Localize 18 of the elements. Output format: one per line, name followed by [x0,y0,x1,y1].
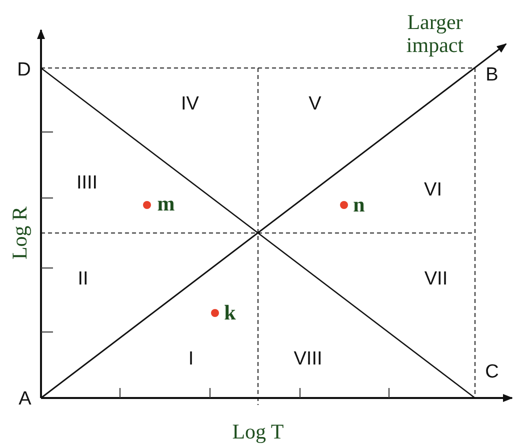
axis-title: Log R [10,206,30,260]
region-label: VII [424,270,448,288]
region-label: VI [424,180,442,200]
corner-label: D [17,60,31,80]
corner-label: A [18,390,32,408]
region-label: VIII [294,350,322,368]
point-label: m [157,194,175,214]
axis-title: Log T [232,422,284,442]
region-label: II [78,270,88,288]
corner-label: C [485,362,499,382]
region-label: IIII [76,174,98,192]
region-label: V [308,94,322,114]
region-label: IV [181,94,199,114]
corner-label: B [486,66,498,84]
annotation-text: Larger impact [405,10,465,58]
point-label: n [353,194,365,216]
region-label: I [188,350,194,368]
point-label: k [224,302,236,324]
